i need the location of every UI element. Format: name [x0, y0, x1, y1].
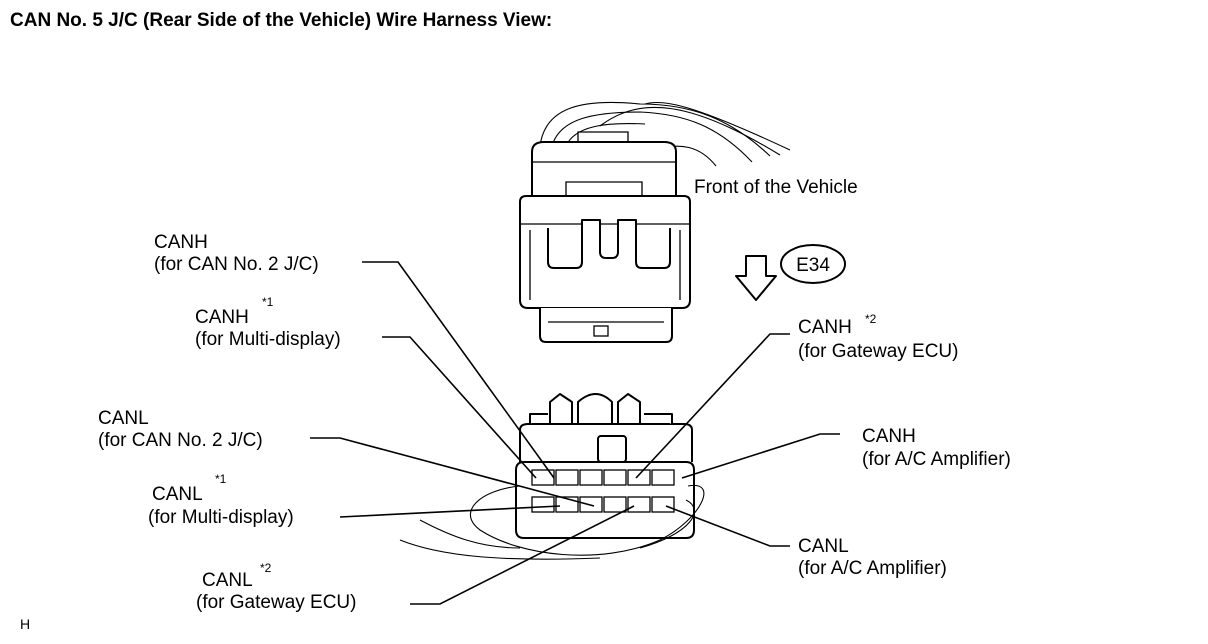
- label-canh-gateway-sup: *2: [865, 312, 877, 326]
- label-canl-ac-name: CANL: [798, 536, 849, 557]
- label-canh-ac-desc: (for A/C Amplifier): [862, 449, 1011, 470]
- label-canl-multi-name: CANL: [152, 484, 203, 505]
- label-canh-multi-desc: (for Multi-display): [195, 329, 341, 350]
- label-canh-multi: CANH *1 (for Multi-display): [195, 295, 341, 350]
- label-canl-ac: CANL (for A/C Amplifier): [798, 536, 947, 579]
- label-canl-can2-name: CANL: [98, 408, 149, 429]
- label-canl-gateway-sup: *2: [260, 561, 272, 575]
- label-canh-gateway-name: CANH: [798, 317, 852, 338]
- label-canl-gateway-name: CANL: [202, 570, 253, 591]
- label-canh-multi-name: CANH: [195, 307, 249, 328]
- lower-connector: [399, 393, 705, 560]
- label-canl-gateway-desc: (for Gateway ECU): [196, 592, 356, 613]
- label-canh-gateway-desc: (for Gateway ECU): [798, 341, 958, 362]
- front-of-vehicle-label: Front of the Vehicle: [694, 177, 858, 198]
- label-canl-ac-desc: (for A/C Amplifier): [798, 558, 947, 579]
- label-canl-multi-sup: *1: [215, 472, 227, 486]
- diagram-title: CAN No. 5 J/C (Rear Side of the Vehicle)…: [10, 10, 553, 31]
- label-canl-can2-desc: (for CAN No. 2 J/C): [98, 430, 263, 451]
- insertion-arrow-icon: [735, 255, 777, 301]
- label-canl-gateway: CANL *2 (for Gateway ECU): [196, 561, 356, 613]
- footer-code: H: [20, 616, 30, 632]
- label-canl-multi: CANL *1 (for Multi-display): [148, 472, 294, 528]
- label-canh-can2: CANH (for CAN No. 2 J/C): [154, 232, 319, 275]
- connector-code: E34: [796, 255, 830, 276]
- label-canh-ac-name: CANH: [862, 426, 916, 447]
- label-canl-can2: CANL (for CAN No. 2 J/C): [98, 408, 263, 451]
- label-canh-multi-sup: *1: [262, 295, 274, 309]
- label-canh-ac: CANH (for A/C Amplifier): [862, 426, 1011, 470]
- leader-lines: [310, 261, 840, 605]
- label-canh-can2-name: CANH: [154, 232, 208, 253]
- connector-code-ellipse: [780, 244, 846, 284]
- label-canh-can2-desc: (for CAN No. 2 J/C): [154, 254, 319, 275]
- label-canl-multi-desc: (for Multi-display): [148, 507, 294, 528]
- label-canh-gateway: CANH *2 (for Gateway ECU): [798, 312, 958, 362]
- upper-connector: [519, 101, 791, 343]
